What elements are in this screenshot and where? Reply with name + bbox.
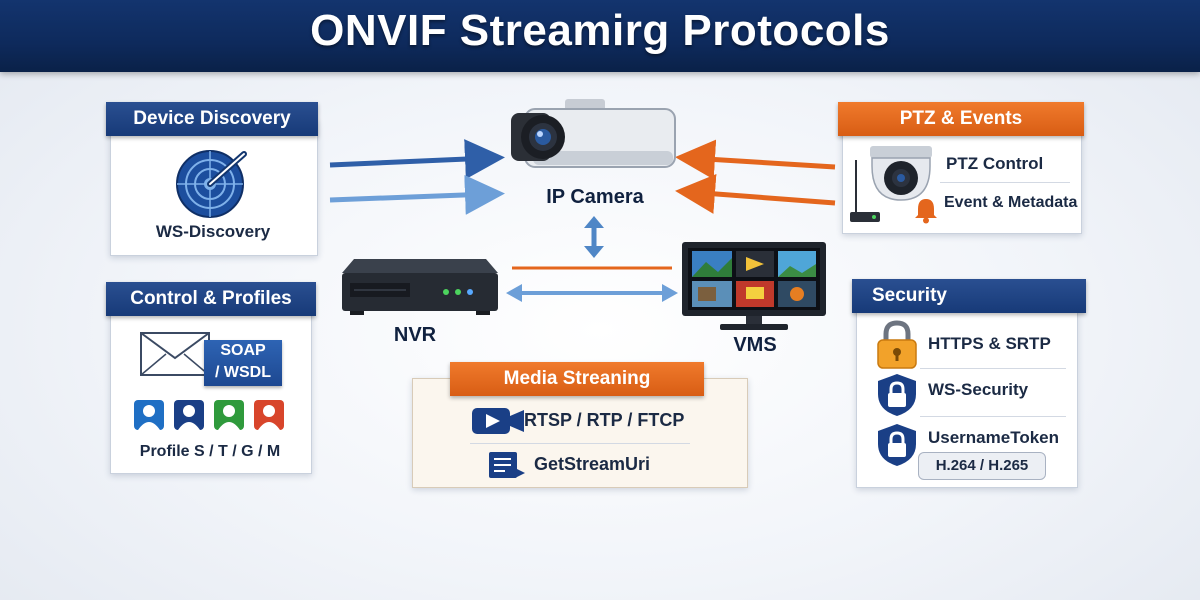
profiles-label: Profile S / T / G / M [139, 443, 281, 460]
media-streaming-header: Media Streaning [450, 362, 704, 396]
document-list-icon [489, 452, 525, 478]
shield-lock-icon-2 [878, 424, 916, 466]
page-title: ONVIF Streamirg Protocols [310, 6, 890, 55]
security-divider-1 [920, 368, 1066, 369]
ptz-control-label: PTZ Control [946, 154, 1044, 173]
video-play-icon [472, 408, 524, 434]
padlock-icon [877, 320, 917, 369]
soap-wsdl-badge: SOAP / WSDL [204, 340, 282, 386]
wsdl-label: / WSDL [215, 364, 271, 381]
nvr-icon [342, 259, 498, 315]
usernametoken-label: UsernameToken [928, 428, 1060, 447]
envelope-icon [140, 332, 210, 376]
event-metadata-label: Event & Metadata [944, 194, 1078, 211]
media-streaming-panel [412, 378, 748, 488]
nvr-label: NVR [393, 324, 437, 346]
ip-camera-icon [511, 99, 676, 168]
rtsp-rtp-label: RTSP / RTP / FTCP [524, 410, 685, 430]
codec-badge: H.264 / H.265 [918, 452, 1046, 480]
control-profiles-header: Control & Profiles [106, 282, 316, 316]
profile-user-icons [134, 400, 284, 430]
https-srtp-label: HTTPS & SRTP [928, 334, 1051, 353]
ptz-dome-camera-icon [850, 146, 932, 222]
security-divider-2 [920, 416, 1066, 417]
shield-lock-icon [878, 374, 916, 416]
ptz-divider [940, 182, 1070, 183]
vms-label: VMS [733, 334, 777, 356]
device-discovery-header: Device Discovery [106, 102, 318, 136]
getstreamuri-label: GetStreamUri [534, 454, 651, 474]
ip-camera-label: IP Camera [546, 186, 644, 208]
title-banner: ONVIF Streamirg Protocols [0, 0, 1200, 72]
bell-alert-icon [915, 199, 937, 224]
ws-discovery-label: WS-Discovery [155, 222, 271, 241]
device-discovery-panel [110, 120, 318, 256]
ws-security-label: WS-Security [928, 380, 1029, 399]
ptz-events-header: PTZ & Events [838, 102, 1084, 136]
soap-label: SOAP [220, 342, 266, 359]
media-divider [470, 443, 690, 444]
radar-icon [176, 150, 247, 218]
vms-monitor-icon [682, 242, 826, 330]
control-profiles-panel [110, 300, 312, 474]
security-header: Security [852, 279, 1086, 313]
